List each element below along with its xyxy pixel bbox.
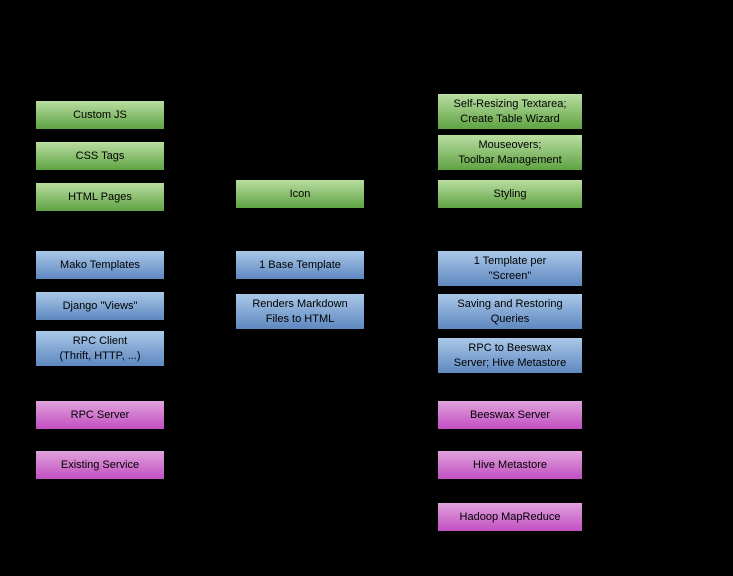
diagram-box-rpc-beeswax: RPC to Beeswax Server; Hive Metastore bbox=[437, 337, 583, 374]
diagram-box-hive-metastore: Hive Metastore bbox=[437, 450, 583, 480]
diagram-box-mako-templates: Mako Templates bbox=[35, 250, 165, 280]
diagram-box-django-views: Django "Views" bbox=[35, 291, 165, 321]
diagram-box-label: Styling bbox=[493, 187, 527, 200]
diagram-box-label: RPC to Beeswax Server; Hive Metastore bbox=[453, 342, 567, 369]
diagram-box-base-template: 1 Base Template bbox=[235, 250, 365, 280]
diagram-box-label: Custom JS bbox=[73, 108, 127, 121]
diagram-box-existing-service: Existing Service bbox=[35, 450, 165, 480]
diagram-box-self-resizing: Self-Resizing Textarea; Create Table Wiz… bbox=[437, 93, 583, 130]
diagram-box-label: Hadoop MapReduce bbox=[459, 510, 561, 523]
diagram-box-html-pages: HTML Pages bbox=[35, 182, 165, 212]
diagram-box-label: Mako Templates bbox=[60, 258, 140, 271]
diagram-box-label: 1 Template per "Screen" bbox=[473, 255, 547, 282]
diagram-box-label: 1 Base Template bbox=[259, 258, 341, 271]
diagram-box-icon: Icon bbox=[235, 179, 365, 209]
diagram-box-label: Self-Resizing Textarea; Create Table Wiz… bbox=[453, 98, 567, 125]
diagram-box-renders-markdown: Renders Markdown Files to HTML bbox=[235, 293, 365, 330]
diagram-box-beeswax-server: Beeswax Server bbox=[437, 400, 583, 430]
diagram-box-template-per-screen: 1 Template per "Screen" bbox=[437, 250, 583, 287]
diagram-box-label: Renders Markdown Files to HTML bbox=[252, 298, 348, 325]
diagram-box-rpc-server: RPC Server bbox=[35, 400, 165, 430]
diagram-box-label: Hive Metastore bbox=[473, 458, 547, 471]
diagram-box-label: Existing Service bbox=[60, 458, 140, 471]
diagram-box-hadoop-mapreduce: Hadoop MapReduce bbox=[437, 502, 583, 532]
diagram-box-label: Mouseovers; Toolbar Management bbox=[458, 139, 562, 166]
diagram-box-label: HTML Pages bbox=[68, 190, 132, 203]
diagram-box-label: RPC Client (Thrift, HTTP, ...) bbox=[59, 335, 141, 362]
diagram-box-rpc-client: RPC Client (Thrift, HTTP, ...) bbox=[35, 330, 165, 367]
diagram-box-label: CSS Tags bbox=[75, 149, 125, 162]
diagram-box-label: Icon bbox=[289, 187, 311, 200]
diagram-box-mouseovers: Mouseovers; Toolbar Management bbox=[437, 134, 583, 171]
diagram-box-custom-js: Custom JS bbox=[35, 100, 165, 130]
diagram-box-label: Saving and Restoring Queries bbox=[457, 298, 563, 325]
diagram-box-label: Django "Views" bbox=[62, 299, 138, 312]
diagram-box-label: Beeswax Server bbox=[469, 408, 551, 421]
diagram-box-label: RPC Server bbox=[70, 408, 130, 421]
diagram-box-css-tags: CSS Tags bbox=[35, 141, 165, 171]
diagram-box-saving-queries: Saving and Restoring Queries bbox=[437, 293, 583, 330]
diagram-box-styling: Styling bbox=[437, 179, 583, 209]
